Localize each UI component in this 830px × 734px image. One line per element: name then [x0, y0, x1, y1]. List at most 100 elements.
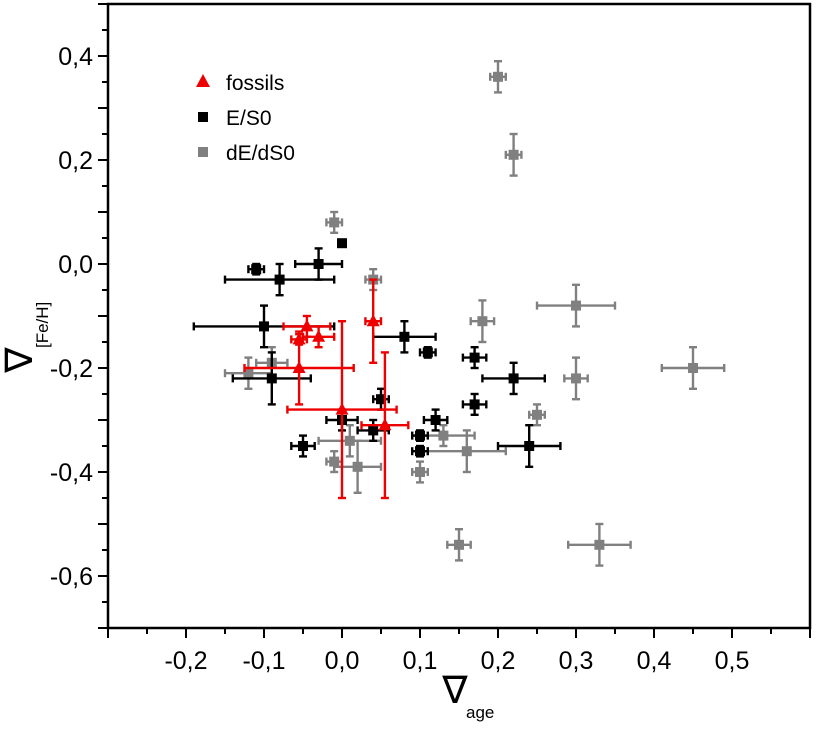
square-marker	[571, 300, 581, 311]
legend-square-marker	[198, 147, 208, 157]
ticks-layer: -0,2 -0,1 0,0 0,1 0,2 0,3 0,4 0,5 0,4 0,2 0,0 -0,2 -…	[50, 3, 811, 675]
data-point	[504, 132, 523, 177]
square-marker	[461, 446, 472, 457]
data-point	[535, 283, 617, 328]
square-marker	[368, 425, 379, 436]
square-marker	[298, 441, 308, 451]
square-marker	[469, 352, 480, 363]
data-point	[461, 392, 488, 416]
square-marker	[594, 539, 605, 550]
data-point	[411, 460, 429, 484]
x-tick-label: 0,3	[559, 647, 594, 675]
legend-label: dE/dS0	[226, 142, 295, 165]
data-point	[360, 351, 410, 500]
square-marker	[376, 394, 386, 405]
series-de-ds0	[223, 60, 726, 567]
square-marker	[508, 373, 519, 384]
x-tick-label: -0,2	[164, 647, 207, 675]
data-point	[461, 346, 488, 370]
data-point	[660, 346, 726, 390]
square-marker	[430, 415, 441, 425]
y-tick-label: 0,2	[58, 147, 93, 175]
y-axis-title: ∇ [Fe/H]	[0, 302, 52, 374]
square-marker	[415, 467, 425, 477]
x-axis-symbol: ∇	[441, 668, 468, 712]
legend-square-marker	[198, 112, 208, 122]
legend-label: E/S0	[226, 107, 272, 130]
data-point	[243, 330, 355, 406]
data-point	[496, 424, 562, 468]
data-point	[411, 444, 429, 458]
x-axis-subscript: age	[466, 703, 494, 722]
square-marker	[477, 316, 488, 327]
data-point	[364, 278, 383, 364]
data-point	[418, 346, 437, 359]
data-point	[469, 299, 496, 344]
square-marker	[352, 461, 363, 472]
data-point	[294, 247, 344, 281]
data-point	[333, 439, 383, 494]
data-point	[286, 320, 398, 500]
x-tick-label: 0,1	[403, 647, 438, 675]
legend-label: fossils	[226, 72, 284, 95]
data-point	[282, 314, 332, 338]
square-marker	[344, 435, 355, 446]
square-marker	[508, 149, 519, 160]
square-marker	[266, 373, 277, 384]
y-tick-label: -0,2	[50, 355, 93, 383]
y-axis-symbol: ∇	[0, 347, 41, 374]
square-marker	[688, 363, 698, 373]
data-point	[481, 361, 546, 396]
data-point	[231, 351, 312, 406]
square-marker	[532, 409, 542, 420]
square-marker	[454, 539, 464, 550]
data-point	[426, 429, 507, 474]
y-axis-subscript: [Fe/H]	[33, 302, 52, 348]
x-tick-label: 0,5	[715, 647, 750, 675]
square-marker	[469, 399, 480, 410]
x-axis-title: ∇ age	[441, 668, 494, 722]
square-marker	[438, 430, 449, 441]
triangle-marker	[335, 402, 349, 415]
y-tick-label: -0,4	[50, 459, 93, 487]
y-tick-label: 0,4	[58, 43, 93, 71]
data-point	[325, 210, 344, 235]
x-tick-label: -0,1	[242, 647, 285, 675]
square-marker	[329, 456, 340, 467]
series-fossils	[243, 278, 410, 500]
square-marker	[259, 321, 269, 332]
data-point	[317, 424, 383, 458]
x-tick-label: 0,2	[481, 647, 516, 675]
data-point	[567, 522, 632, 567]
square-marker	[251, 264, 262, 275]
data-point	[528, 403, 546, 427]
triangle-marker	[300, 319, 314, 332]
data-point	[290, 434, 316, 458]
points-layer	[192, 60, 726, 567]
legend-triangle-marker	[196, 74, 210, 87]
square-marker	[493, 71, 503, 82]
data-point	[372, 387, 390, 411]
square-marker	[571, 373, 581, 384]
y-tick-label: -0,6	[50, 563, 93, 591]
y-tick-label: 0,0	[58, 251, 93, 279]
triangle-marker	[312, 329, 326, 342]
triangle-marker	[292, 361, 306, 373]
series-e-s0	[192, 238, 562, 468]
x-tick-label: 0,4	[637, 647, 672, 675]
square-marker	[415, 446, 425, 457]
data-point	[446, 528, 472, 562]
square-marker	[415, 430, 425, 441]
square-marker	[274, 274, 285, 285]
data-point	[337, 238, 347, 249]
data-point	[411, 429, 429, 442]
data-point	[422, 408, 449, 432]
triangle-marker	[378, 418, 392, 431]
x-tick-label: 0,0	[325, 647, 360, 675]
triangle-marker	[366, 314, 380, 327]
square-marker	[313, 259, 324, 269]
square-marker	[329, 217, 340, 228]
square-marker	[399, 331, 410, 342]
